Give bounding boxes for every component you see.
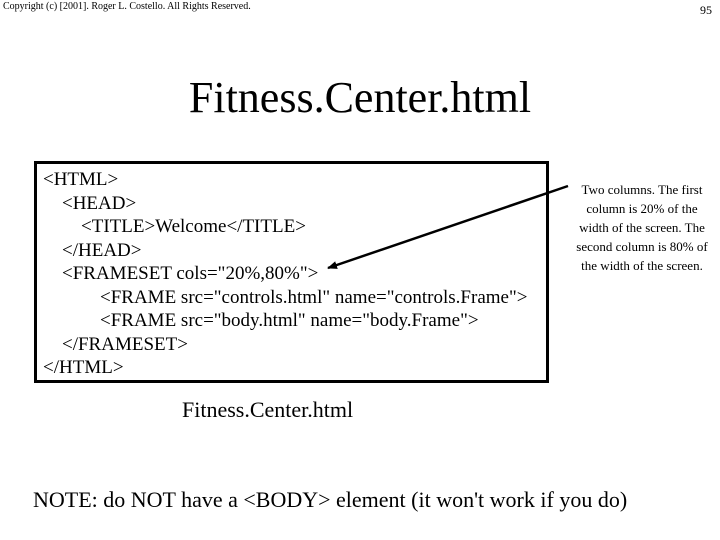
code-line: </HEAD> <box>43 239 142 261</box>
page-number: 95 <box>700 3 712 17</box>
code-caption: Fitness.Center.html <box>182 397 354 422</box>
code-line: <FRAMESET cols="20%,80%"> <box>43 263 319 284</box>
code-line: <HEAD> <box>43 192 137 214</box>
code-line: <FRAME src="controls.html" name="control… <box>43 286 528 308</box>
code-line: <HTML> <box>43 169 119 190</box>
slide-title: Fitness.Center.html <box>188 73 532 122</box>
code-line: <FRAME src="body.html" name="body.Frame"… <box>43 310 479 331</box>
note-text: NOTE: do NOT have a <BODY> element (it w… <box>33 487 628 512</box>
copyright-notice: Copyright (c) [2001]. Roger L. Costello.… <box>3 1 251 12</box>
code-line: </FRAMESET> <box>43 333 188 355</box>
code-line: </HTML> <box>43 357 124 378</box>
annotation-text: Two columns. The first column is 20% of … <box>576 182 708 273</box>
code-line: <TITLE>Welcome</TITLE> <box>43 216 306 237</box>
code-listing: <HTML> <HEAD> <TITLE>Welcome</TITLE> </H… <box>34 161 549 383</box>
